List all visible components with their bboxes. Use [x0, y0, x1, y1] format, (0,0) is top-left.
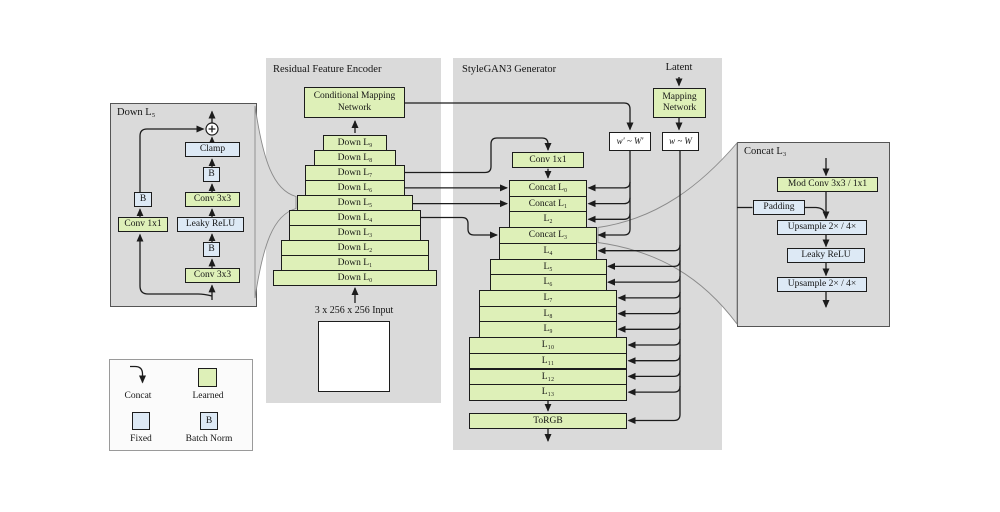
edge-residual-branch: [136, 233, 213, 297]
batch-norm-box: B: [134, 192, 152, 207]
edge-downl7-to-conv1x1: [405, 137, 552, 174]
edge-w-trunk: [627, 151, 681, 424]
conv-3x3-box: Conv 3x3: [185, 192, 240, 207]
generator-title: StyleGAN3 Generator: [462, 64, 557, 75]
w-box: w ~ W: [662, 132, 699, 151]
legend-batch-norm-label: Batch Norm: [185, 434, 233, 444]
encoder-row-8: Down L₁: [281, 255, 429, 271]
generator-row-7: L₇: [479, 289, 617, 307]
clamp-box: Clamp: [185, 142, 240, 157]
concat-l3-zoom-wedge: [597, 141, 738, 326]
encoder-row-3: Down L₆: [305, 180, 405, 196]
generator-row-10: L₁₀: [469, 337, 627, 354]
encoder-row-2: Down L₇: [305, 165, 405, 181]
leaky-relu-box: Leaky ReLU: [177, 217, 244, 232]
encoder-generator-edges: [405, 102, 634, 239]
edge-padding-merge: [805, 206, 827, 217]
encoder-row-4: Down L₅: [297, 195, 413, 211]
input-size-label: 3 x 256 x 256 Input: [314, 305, 394, 316]
torgb-box: ToRGB: [469, 413, 627, 429]
upsample-box: Upsample 2× / 4×: [777, 277, 867, 292]
generator-row-1: Concat L₁: [509, 195, 587, 213]
conv-1x1-box: Conv 1x1: [118, 217, 168, 232]
legend-concat-label: Concat: [124, 391, 152, 401]
edge-cmn-to-wprime: [405, 102, 634, 131]
padding-box: Padding: [753, 200, 805, 215]
latent-label: Latent: [665, 62, 693, 73]
learned-swatch: [198, 368, 217, 387]
generator-row-2: L₂: [509, 211, 587, 229]
generator-row-13: L₁₃: [469, 384, 627, 401]
leaky-relu-box: Leaky ReLU: [787, 248, 865, 263]
generator-row-12: L₁₂: [469, 368, 627, 386]
generator-row-9: L₉: [479, 321, 617, 339]
legend-fixed-label: Fixed: [130, 434, 152, 444]
edge-wprime-trunk: [597, 151, 631, 239]
batch-norm-box: B: [203, 167, 220, 182]
generator-row-6: L₆: [489, 274, 607, 291]
mapping-network-box: Mapping Network: [653, 88, 706, 118]
encoder-row-6: Down L₃: [289, 225, 421, 241]
legend-learned-label: Learned: [192, 391, 224, 401]
encoder-title: Residual Feature Encoder: [273, 64, 382, 75]
encoder-row-0: Down L₉: [323, 135, 387, 151]
legend-panel: [109, 359, 253, 451]
encoder-row-1: Down L₈: [314, 150, 396, 166]
down-l5-detail-edges: [136, 110, 219, 300]
zoom-wedges: [254, 105, 738, 326]
batch-norm-swatch: B: [200, 412, 218, 430]
generator-internal-edges: [544, 77, 683, 442]
concat-l3-detail-title: Concat L₃: [744, 146, 787, 157]
legend-concat-icon: [130, 365, 146, 384]
w-prime-box: w' ~ W': [609, 132, 651, 151]
generator-row-11: L₁₁: [469, 352, 627, 370]
generator-row-5: L₅: [489, 258, 607, 276]
input-image-placeholder: [318, 321, 390, 392]
encoder-row-7: Down L₂: [281, 240, 429, 256]
down-l5-zoom-wedge: [254, 105, 297, 299]
down-l5-detail-title: Down L₅: [117, 107, 156, 118]
encoder-row-9: Down L₀: [273, 270, 437, 286]
conditional-mapping-network-box: Conditional Mapping Network: [304, 87, 405, 118]
concat-l3-detail-edges: [737, 158, 830, 308]
edge-downl4-to-concatl3: [421, 216, 498, 239]
generator-row-4: L₄: [499, 242, 597, 260]
generator-row-8: L₈: [479, 305, 617, 323]
mod-conv-box: Mod Conv 3x3 / 1x1: [777, 177, 878, 192]
gen-conv-1x1-box: Conv 1x1: [512, 152, 584, 168]
batch-norm-box: B: [203, 242, 220, 257]
encoder-row-5: Down L₄: [289, 210, 421, 226]
upsample-box: Upsample 2× / 4×: [777, 220, 867, 235]
conv-3x3-box: Conv 3x3: [185, 268, 240, 283]
generator-row-0: Concat L₀: [509, 180, 587, 197]
fixed-swatch: [132, 412, 150, 430]
generator-row-3: Concat L₃: [499, 227, 597, 244]
